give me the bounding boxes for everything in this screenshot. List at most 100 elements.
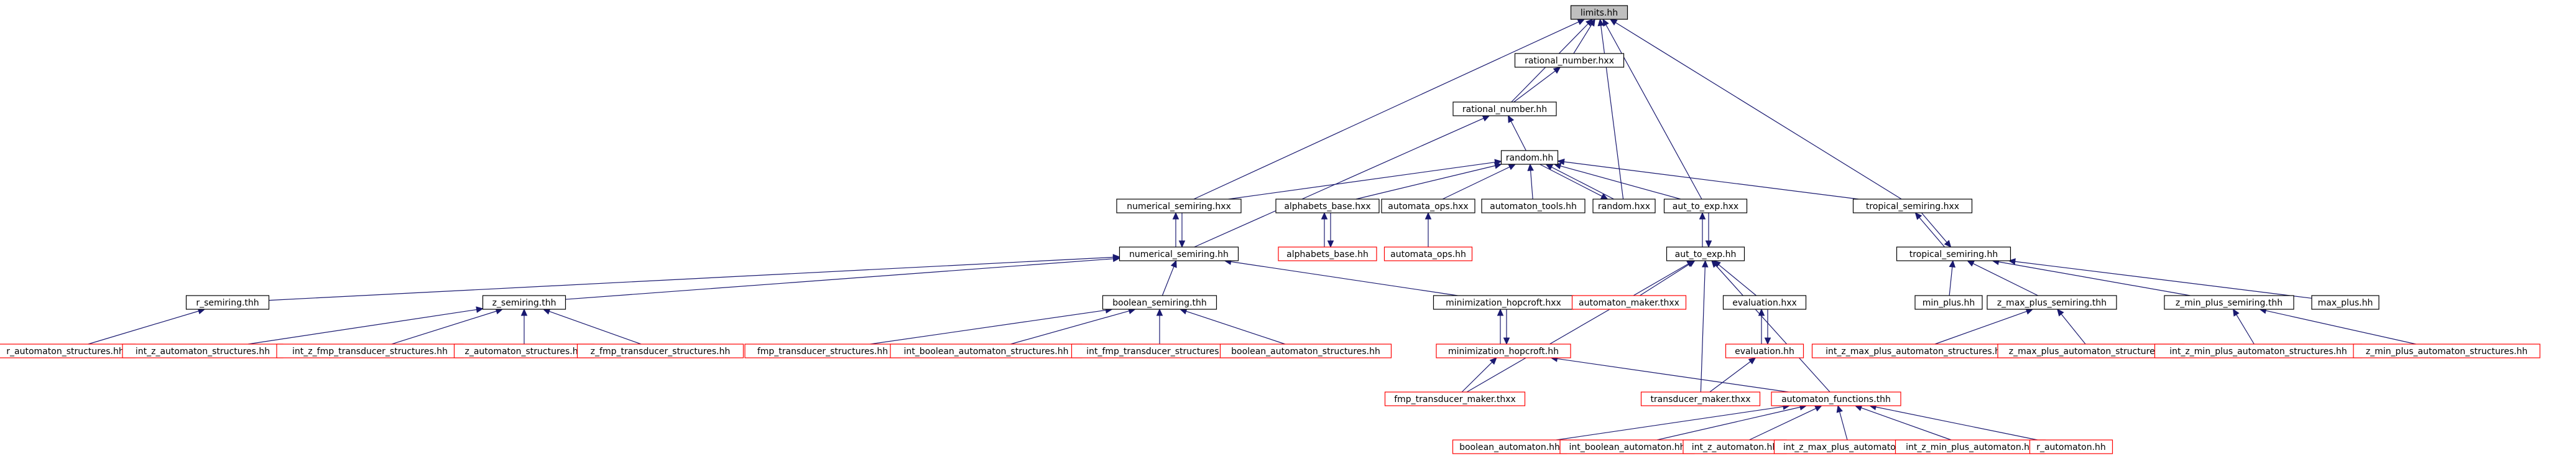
node-fmp-transducer-structures-hh[interactable]: fmp_transducer_structures.hh <box>744 344 901 358</box>
node-label: fmp_transducer_maker.thxx <box>1394 395 1516 404</box>
node-r-semiring-thh[interactable]: r_semiring.thh <box>185 295 270 310</box>
node-label: evaluation.hxx <box>1732 298 1797 308</box>
arrowhead-icon <box>1321 212 1328 220</box>
node-int-z-max-plus-automaton-structures-hh[interactable]: int_z_max_plus_automaton_structures.hh <box>1811 344 2020 358</box>
node-aut-to-exp-hxx[interactable]: aut_to_exp.hxx <box>1663 199 1748 213</box>
edge-minimization-hopcroft-hxx-to-minimization-hopcroft-hh <box>1503 309 1510 345</box>
node-automaton-maker-thxx[interactable]: automaton_maker.thxx <box>1571 295 1687 310</box>
edge-line <box>1230 261 1458 296</box>
node-box <box>2353 344 2541 358</box>
node-int-z-automaton-hh[interactable]: int_z_automaton.hh <box>1683 439 1787 454</box>
node-z-automaton-structures-hh[interactable]: z_automaton_structures.hh <box>453 344 595 358</box>
edge-line <box>2236 314 2255 345</box>
node-z-semiring-thh[interactable]: z_semiring.thh <box>482 295 566 310</box>
arrowhead-icon <box>2008 258 2016 265</box>
edge-line <box>1998 261 2191 296</box>
node-int-boolean-automaton-structures-hh[interactable]: int_boolean_automaton_structures.hh <box>890 344 1083 358</box>
node-random-hxx[interactable]: random.hxx <box>1592 199 1656 213</box>
edge-line <box>1709 361 1751 393</box>
node-label: limits.hh <box>1581 8 1618 18</box>
node-box <box>1381 199 1475 213</box>
node-transducer-maker-thxx[interactable]: transducer_maker.thxx <box>1640 391 1761 406</box>
node-label: aut_to_exp.hxx <box>1673 202 1738 212</box>
node-z-min-plus-automaton-structures-hh[interactable]: z_min_plus_automaton_structures.hh <box>2353 344 2541 358</box>
node-int-z-min-plus-automaton-structures-hh[interactable]: int_z_min_plus_automaton_structures.hh <box>2154 344 2363 358</box>
edge-evaluation-hh-to-evaluation-hxx <box>1758 308 1765 344</box>
node-z-fmp-transducer-structures-hh[interactable]: z_fmp_transducer_structures.hh <box>576 344 744 358</box>
node-aut-to-exp-hh[interactable]: aut_to_exp.hh <box>1666 246 1745 261</box>
edge-line <box>2265 310 2416 345</box>
edge-line <box>1919 217 1946 248</box>
arrowhead-icon <box>1586 19 1594 27</box>
node-int-z-automaton-structures-hh[interactable]: int_z_automaton_structures.hh <box>122 344 284 358</box>
edge-line <box>1186 311 1286 345</box>
node-box <box>1275 199 1380 213</box>
node-box <box>1219 344 1392 358</box>
node-box <box>1722 295 1807 310</box>
edge-z-min-plus-automaton-structures-hh-to-z-min-plus-semiring-thh <box>2259 307 2416 345</box>
edge-z-fmp-transducer-structures-hh-to-z-semiring-thh <box>542 308 642 345</box>
node-numerical-semiring-hh[interactable]: numerical_semiring.hh <box>1119 246 1239 261</box>
node-box <box>1481 199 1586 213</box>
edge-line <box>2061 314 2086 345</box>
node-minimization-hopcroft-hxx[interactable]: minimization_hopcroft.hxx <box>1433 295 1574 310</box>
node-r-automaton-structures-hh[interactable]: r_automaton_structures.hh <box>0 344 136 358</box>
node-fmp-transducer-maker-thxx[interactable]: fmp_transducer_maker.thxx <box>1384 391 1526 406</box>
edge-evaluation-hxx-to-aut-to-exp-hh <box>1713 260 1757 296</box>
node-limits[interactable]: limits.hh <box>1570 5 1628 20</box>
node-label: int_z_automaton_structures.hh <box>136 347 270 357</box>
edge-tropical-semiring-hh-to-tropical-semiring-hxx <box>1914 212 1946 248</box>
node-r-automaton-hh[interactable]: r_automaton.hh <box>2029 439 2113 454</box>
edge-line <box>1510 121 1526 151</box>
node-int-fmp-transducer-structures-hh[interactable]: int_fmp_transducer_structures.hh <box>1071 344 1249 358</box>
node-automaton-tools-hh[interactable]: automaton_tools.hh <box>1481 199 1586 213</box>
edge-int-boolean-automaton-structures-hh-to-boolean-semiring-thh <box>1010 307 1136 345</box>
node-evaluation-hxx[interactable]: evaluation.hxx <box>1722 295 1807 310</box>
arrowhead-icon <box>1424 212 1432 220</box>
node-label: automata_ops.hh <box>1390 250 1466 259</box>
node-alphabets-base-hh[interactable]: alphabets_base.hh <box>1278 246 1377 261</box>
node-automaton-functions-thh[interactable]: automaton_functions.thh <box>1771 391 1901 406</box>
node-label: rational_number.hxx <box>1525 56 1614 66</box>
edge-line <box>1442 166 1510 200</box>
node-box <box>2029 439 2113 454</box>
arrowhead-icon <box>1609 19 1618 26</box>
node-int-boolean-automaton-hh[interactable]: int_boolean_automaton.hh <box>1559 439 1695 454</box>
edge-z-automaton-structures-hh-to-z-semiring-thh <box>520 308 528 344</box>
node-z-min-plus-semiring-thh[interactable]: z_min_plus_semiring.thh <box>2164 295 2294 310</box>
node-rational-number-hh[interactable]: rational_number.hh <box>1452 101 1557 116</box>
node-int-z-min-plus-automaton-hh[interactable]: int_z_min_plus_automaton.hh <box>1895 439 2046 454</box>
node-label: int_fmp_transducer_structures.hh <box>1086 347 1233 357</box>
node-int-z-max-plus-automaton-hh[interactable]: int_z_max_plus_automaton.hh <box>1773 439 1925 454</box>
node-alphabets-base-hxx[interactable]: alphabets_base.hxx <box>1275 199 1380 213</box>
node-int-z-fmp-transducer-structures-hh[interactable]: int_z_fmp_transducer_structures.hh <box>276 344 464 358</box>
arrowhead-icon <box>1497 308 1504 316</box>
node-random-hh[interactable]: random.hh <box>1500 150 1559 165</box>
edge-z-max-plus-automaton-structures-hh-to-z-max-plus-semiring-thh <box>2057 309 2086 345</box>
edge-line <box>1718 264 1757 296</box>
node-minimization-hopcroft-hh[interactable]: minimization_hopcroft.hh <box>1436 344 1571 358</box>
node-numerical-semiring-hxx[interactable]: numerical_semiring.hxx <box>1116 199 1242 213</box>
node-boolean-automaton-hh[interactable]: boolean_automaton.hh <box>1452 439 1567 454</box>
node-max-plus-hh[interactable]: max_plus.hh <box>2311 295 2380 310</box>
edge-line <box>1656 406 1801 441</box>
edge-line <box>1530 170 1533 200</box>
node-boolean-semiring-thh[interactable]: boolean_semiring.thh <box>1102 295 1217 310</box>
node-z-max-plus-automaton-structures-hh[interactable]: z_max_plus_automaton_structures.hh <box>1997 344 2185 358</box>
edge-min-plus-hh-to-tropical-semiring-hh <box>1949 259 1956 296</box>
node-tropical-semiring-hxx[interactable]: tropical_semiring.hxx <box>1852 199 1973 213</box>
node-evaluation-hh[interactable]: evaluation.hh <box>1725 344 1804 358</box>
node-label: alphabets_base.hxx <box>1284 202 1370 212</box>
node-boolean-automaton-structures-hh[interactable]: boolean_automaton_structures.hh <box>1219 344 1392 358</box>
edge-line <box>1557 358 1789 393</box>
node-automata-ops-hxx[interactable]: automata_ops.hxx <box>1381 199 1475 213</box>
node-z-max-plus-semiring-thh[interactable]: z_max_plus_semiring.thh <box>1987 295 2117 310</box>
edge-alphabets-base-hh-to-alphabets-base-hxx <box>1321 212 1328 247</box>
node-rational-number-hxx[interactable]: rational_number.hxx <box>1514 53 1625 68</box>
node-tropical-semiring-hh[interactable]: tropical_semiring.hh <box>1896 246 2011 261</box>
edge-line <box>1839 411 1848 441</box>
node-box <box>1514 53 1625 68</box>
node-automata-ops-hh[interactable]: automata_ops.hh <box>1383 246 1473 261</box>
node-min-plus-hh[interactable]: min_plus.hh <box>1914 295 1983 310</box>
arrowhead-icon <box>1527 163 1534 171</box>
